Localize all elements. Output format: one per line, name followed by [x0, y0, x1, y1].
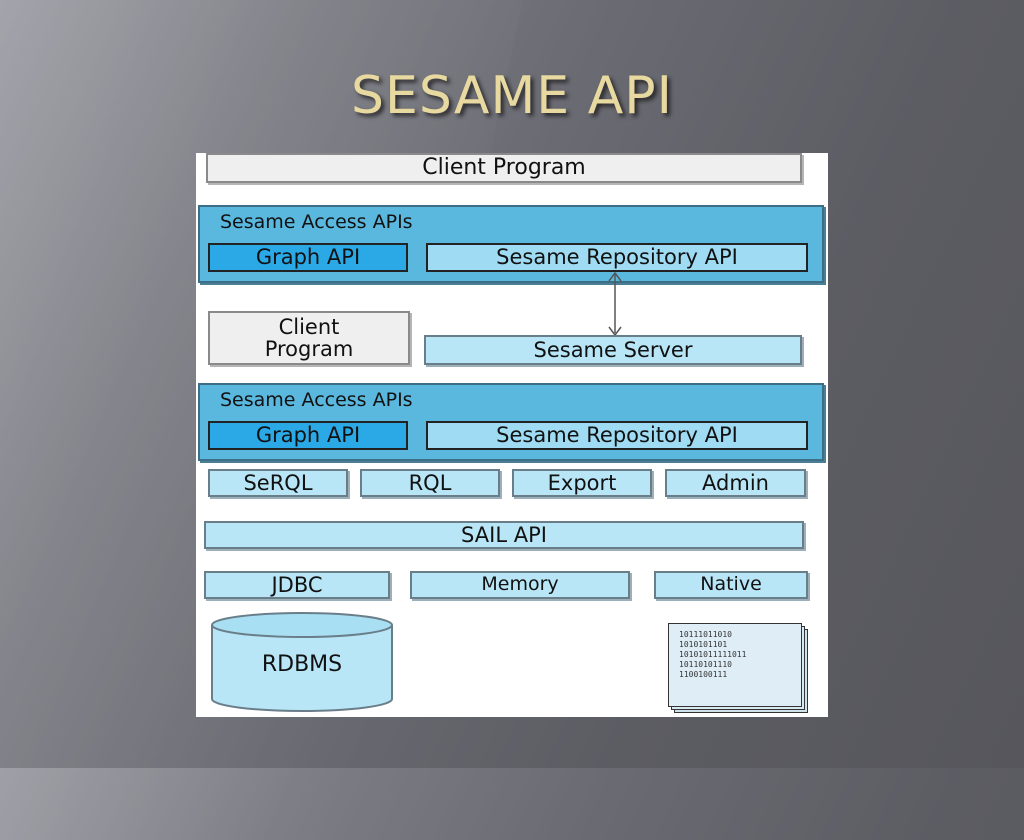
storage-memory-label: Memory — [481, 573, 559, 596]
module-serql-label: SeRQL — [243, 470, 313, 495]
bits-line-1: 10111011010 — [679, 630, 732, 639]
repository-api-top-label: Sesame Repository API — [496, 245, 738, 270]
slide-title: SESAME API — [351, 66, 673, 126]
module-export-label: Export — [547, 470, 617, 495]
access-apis-title-top: Sesame Access APIs — [220, 211, 413, 233]
storage-jdbc: JDBC — [204, 571, 390, 599]
module-rql: RQL — [360, 469, 500, 497]
client-program-mid-line1: Client — [278, 314, 340, 339]
module-rql-label: RQL — [408, 470, 452, 495]
bits-line-2: 1010101101 — [679, 640, 728, 649]
rdbms-label-box: RDBMS — [210, 645, 394, 685]
sesame-server: Sesame Server — [424, 335, 802, 365]
module-serql: SeRQL — [208, 469, 348, 497]
architecture-diagram: Client Program Sesame Access APIs Graph … — [196, 153, 828, 717]
graph-api-bottom: Graph API — [208, 421, 408, 450]
module-admin: Admin — [665, 469, 806, 497]
client-program-top: Client Program — [206, 153, 802, 183]
repository-api-bottom-label: Sesame Repository API — [496, 423, 738, 448]
storage-native: Native — [654, 571, 808, 599]
client-program-top-label: Client Program — [422, 155, 586, 181]
storage-native-label: Native — [700, 573, 762, 596]
access-apis-title-bottom: Sesame Access APIs — [220, 389, 413, 411]
client-program-mid: Client Program — [208, 311, 410, 365]
bits-line-4: 10110101110 — [679, 660, 732, 669]
rdbms-database-icon: RDBMS — [210, 611, 394, 715]
module-admin-label: Admin — [702, 470, 769, 495]
bits-line-3: 10101011111011 — [679, 650, 747, 659]
graph-api-bottom-label: Graph API — [255, 423, 361, 448]
rdbms-label: RDBMS — [261, 652, 343, 678]
repository-api-top: Sesame Repository API — [426, 243, 808, 272]
bits-line-5: 1100100111 — [679, 670, 728, 679]
sail-api-label: SAIL API — [461, 522, 547, 547]
graph-api-top-label: Graph API — [255, 245, 361, 270]
client-program-mid-line2: Program — [264, 337, 354, 361]
repository-api-bottom: Sesame Repository API — [426, 421, 808, 450]
sesame-server-label: Sesame Server — [533, 337, 693, 362]
graph-api-top: Graph API — [208, 243, 408, 272]
module-export: Export — [512, 469, 652, 497]
access-apis-panel-bottom: Sesame Access APIs Graph API Sesame Repo… — [198, 383, 824, 461]
storage-memory: Memory — [410, 571, 630, 599]
access-apis-panel-top: Sesame Access APIs Graph API Sesame Repo… — [198, 205, 824, 283]
sail-api: SAIL API — [204, 521, 804, 549]
storage-jdbc-label: JDBC — [271, 572, 323, 597]
